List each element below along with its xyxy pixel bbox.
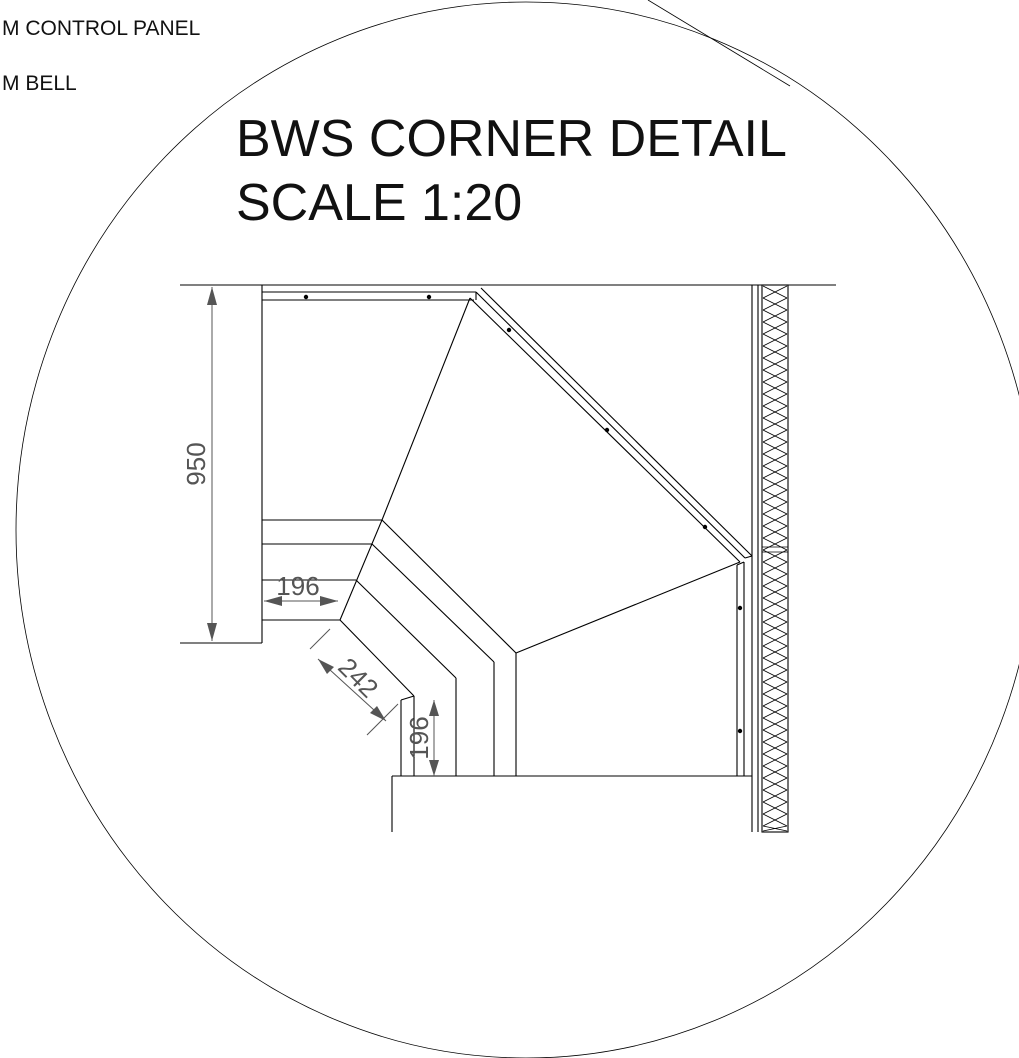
dimension-bottom-depth: 196 [404,700,439,776]
dimension-diagonal-depth: 242 [309,628,399,736]
detail-scale: SCALE 1:20 [236,174,522,232]
detail-leader-line [647,0,791,87]
svg-text:196: 196 [404,716,434,759]
legend-bell: M BELL [2,72,77,95]
svg-text:950: 950 [181,442,211,485]
detail-title: BWS CORNER DETAIL [236,110,787,168]
svg-text:196: 196 [276,571,319,601]
svg-text:242: 242 [332,652,384,704]
detail-circle [15,1,1019,1058]
legend-control-panel: M CONTROL PANEL [2,17,200,40]
dimension-height: 950 [181,287,217,641]
wall-insulation-hatch [762,285,788,832]
dimension-left-depth: 196 [264,571,338,606]
counter-linework [180,284,836,833]
